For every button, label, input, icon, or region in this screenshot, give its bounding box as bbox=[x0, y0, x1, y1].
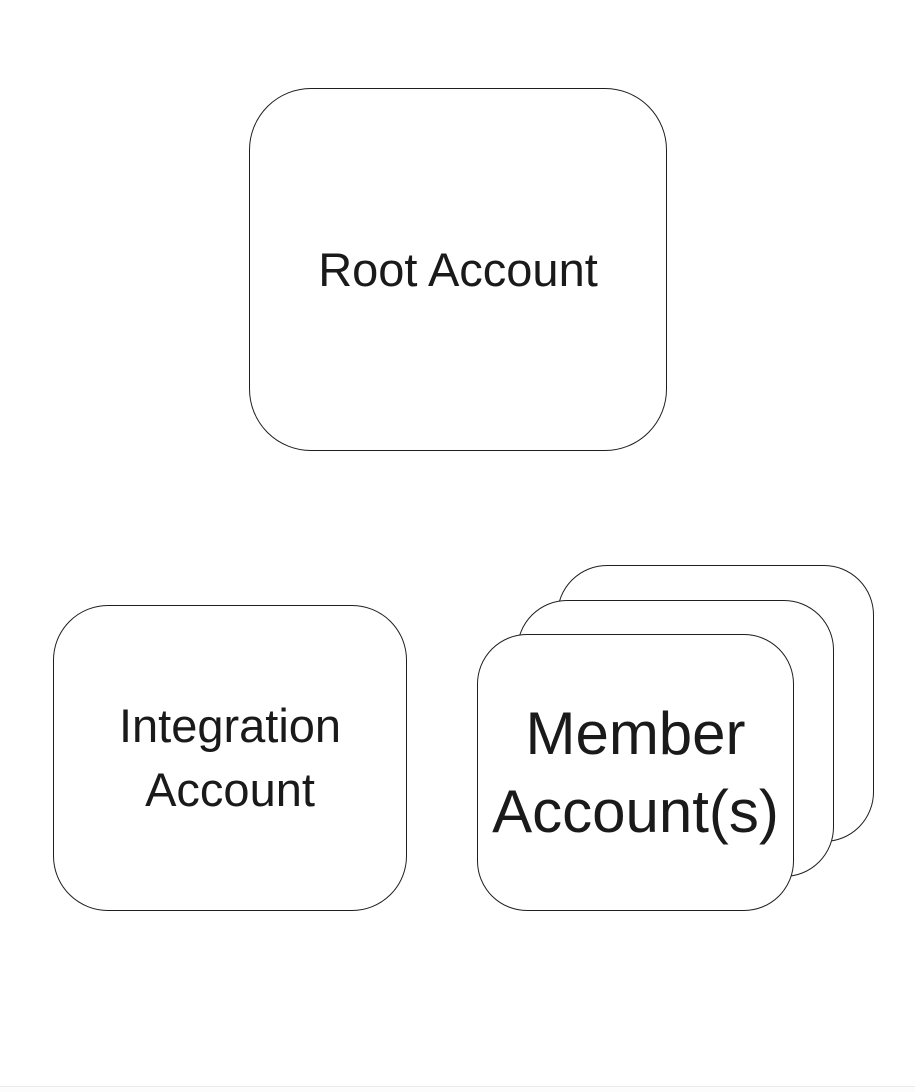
node-root-account: Root Account bbox=[249, 88, 667, 451]
node-integration-account: Integration Account bbox=[53, 605, 407, 911]
node-integration-account-label-line-1: Integration bbox=[118, 699, 342, 753]
node-root-account-label: Root Account bbox=[318, 243, 598, 296]
node-member-accounts-label-line-1: Member bbox=[525, 699, 746, 767]
node-member-accounts-label-line-2: Account(s) bbox=[492, 777, 779, 845]
node-member-accounts: Member Account(s) bbox=[477, 634, 794, 911]
node-integration-account-label-line-2: Account bbox=[145, 763, 315, 816]
page-bottom-divider bbox=[0, 1086, 915, 1092]
